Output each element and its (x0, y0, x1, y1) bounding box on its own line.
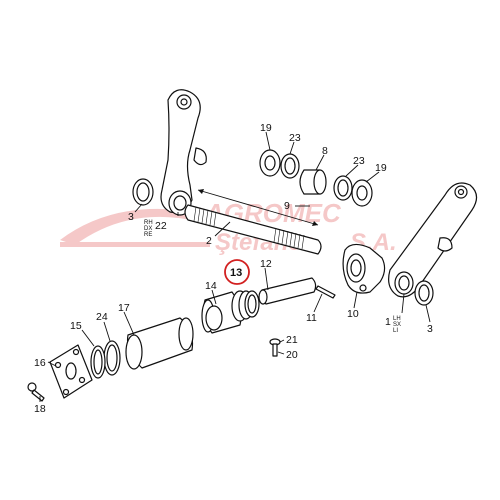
label-15: 15 (70, 320, 82, 332)
cover-plate-16 (49, 344, 93, 399)
bearing-23-left (280, 153, 300, 179)
label-24: 24 (96, 311, 108, 323)
ring-left (132, 178, 154, 206)
o-ring-24 (103, 340, 121, 376)
watermark-bar (60, 242, 210, 247)
seal-rings-13 (231, 290, 260, 322)
label-li: LI (393, 328, 398, 334)
label-3-left: 3 (128, 211, 134, 223)
label-16: 16 (34, 357, 46, 369)
callout-labels: 19 23 8 23 19 9 2 3 RH DX RE 22 12 13 14… (34, 122, 433, 415)
label-sx: SX (393, 322, 401, 328)
o-ring-15 (90, 345, 106, 379)
label-1: 1 (385, 316, 391, 328)
label-23-left: 23 (289, 132, 301, 144)
pin-12 (258, 277, 317, 305)
ring-right (414, 280, 434, 306)
label-19-right: 19 (375, 162, 387, 174)
lever-arm-right (160, 89, 207, 216)
leader-lines (39, 131, 431, 402)
bolt-20 (272, 343, 278, 357)
label-23-right: 23 (353, 155, 365, 167)
label-18: 18 (34, 403, 46, 415)
label-22: 22 (155, 220, 167, 232)
label-20: 20 (286, 349, 298, 361)
bolt-18 (27, 382, 45, 402)
label-3-right: 3 (427, 323, 433, 335)
label-11: 11 (306, 312, 317, 324)
label-17: 17 (118, 302, 130, 314)
label-9: 9 (284, 200, 290, 212)
label-21: 21 (286, 334, 298, 346)
label-13: 13 (230, 267, 242, 279)
lever-arm-left (388, 182, 478, 298)
label-10: 10 (347, 308, 359, 320)
label-12: 12 (260, 258, 272, 270)
label-2: 2 (206, 235, 212, 247)
label-19-left: 19 (260, 122, 272, 134)
label-re: RE (144, 232, 152, 238)
bearing-23-right (333, 175, 353, 201)
label-dx: DX (144, 226, 152, 232)
label-8: 8 (322, 145, 328, 157)
label-rh: RH (144, 220, 153, 226)
label-lh: LH (393, 316, 401, 322)
highlight-circle (224, 259, 250, 285)
bushing-8 (299, 169, 327, 195)
splined-shaft (184, 189, 322, 255)
seal-19-right (351, 179, 373, 207)
label-14: 14 (205, 280, 217, 292)
lever-hub (342, 243, 386, 294)
seal-19-left (259, 149, 281, 177)
cylinder-17 (125, 317, 194, 370)
pin-11 (315, 285, 336, 299)
